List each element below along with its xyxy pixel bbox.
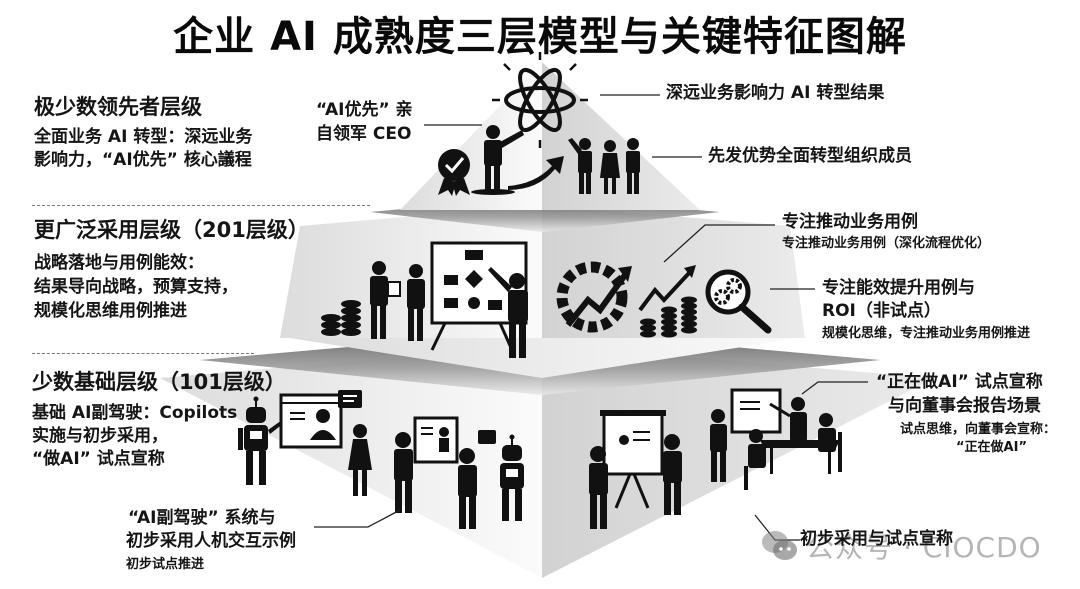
callout-pilot-title-1: “正在做AI” 试点宣称	[876, 372, 1043, 392]
team-members-icon	[568, 138, 640, 194]
tier-bottom-desc-line-1: 基础 AI副驾驶：Copilots	[32, 403, 238, 423]
presentation-icon	[394, 416, 496, 529]
callout-pilot-sub-1: 试点思维，向董事会宣称：	[900, 422, 1057, 437]
magnifier-gears-icon	[705, 269, 772, 334]
callout-ceo-line-2: 自领军 CEO	[316, 124, 412, 144]
watermark-text: 公众号 · CIOCDO	[806, 531, 1042, 564]
callout-roi-sub: 规模化思维，专注推动业务用例推进	[822, 326, 1031, 341]
robot-icon-2	[500, 434, 524, 521]
tier-middle-desc-line-2: 结果导向战略，预算支持，	[34, 277, 238, 297]
callout-pilot-title-2: 与向董事会报告场景	[888, 396, 1041, 416]
callout-roi-title-1: 专注能效提升用例与	[822, 278, 975, 298]
boardroom-meeting-icon	[710, 388, 842, 490]
tier-bottom-name: 少数基础层级（101层级）	[32, 370, 286, 394]
callout-business-usecase-sub: 专注推动业务用例（深化流程优化）	[782, 236, 991, 251]
divider-top	[32, 205, 370, 206]
award-badge-icon	[438, 149, 470, 196]
tier-top-desc-line-2: 影响力，“AI优先” 核心議程	[34, 150, 252, 170]
callout-initial-adoption: 初步采用与试点宣称	[800, 529, 953, 549]
coin-stack-icon	[321, 300, 361, 336]
atom-icon	[492, 52, 588, 148]
divider-middle	[32, 353, 254, 354]
ceo-pointing-icon	[471, 125, 524, 195]
tier-bottom-desc-line-2: 实施与初步采用，	[32, 426, 168, 446]
callout-leader-lines	[314, 94, 868, 541]
tier-middle-name: 更广泛采用层级（201层级）	[34, 218, 309, 242]
callout-first-mover: 先发优势全面转型组织成员	[708, 146, 912, 166]
callout-ceo-line-1: “AI优先” 亲	[316, 100, 413, 120]
callout-roi-title-2: ROI（非试点）	[822, 301, 941, 321]
arrow-up-right-icon	[508, 156, 564, 190]
tier-middle-desc-line-3: 规模化思维用例推进	[34, 301, 187, 321]
callout-copilot-line-1: “AI副驾驶” 系统与	[128, 508, 276, 528]
tier-bottom-desc-line-3: “做AI” 试点宣称	[32, 449, 165, 469]
tier-top-name: 极少数领先者层级	[34, 95, 202, 119]
easel-presentation-icon	[589, 410, 682, 529]
callout-copilot-line-2: 初步采用人机交互示例	[126, 531, 296, 551]
woman-icon	[348, 424, 372, 496]
tier-middle-desc-line-1: 战略落地与用例能效：	[34, 253, 204, 273]
callout-business-usecase-title: 专注推动业务用例	[782, 212, 918, 232]
callout-pilot-sub-2: “正在做AI”	[956, 440, 1027, 455]
chart-up-icon	[638, 265, 697, 338]
callout-copilot-sub: 初步试点推进	[126, 557, 205, 572]
tier-top-desc-line-1: 全面业务 AI 转型：深远业务	[34, 127, 253, 147]
video-call-icon	[279, 390, 362, 449]
wechat-icon	[762, 531, 797, 560]
presenter-icon	[407, 264, 528, 358]
callout-transform-result: 深远业务影响力 AI 转型结果	[666, 83, 885, 103]
businessman-clipboard-icon	[370, 261, 401, 339]
gear-growth-icon	[556, 261, 632, 333]
